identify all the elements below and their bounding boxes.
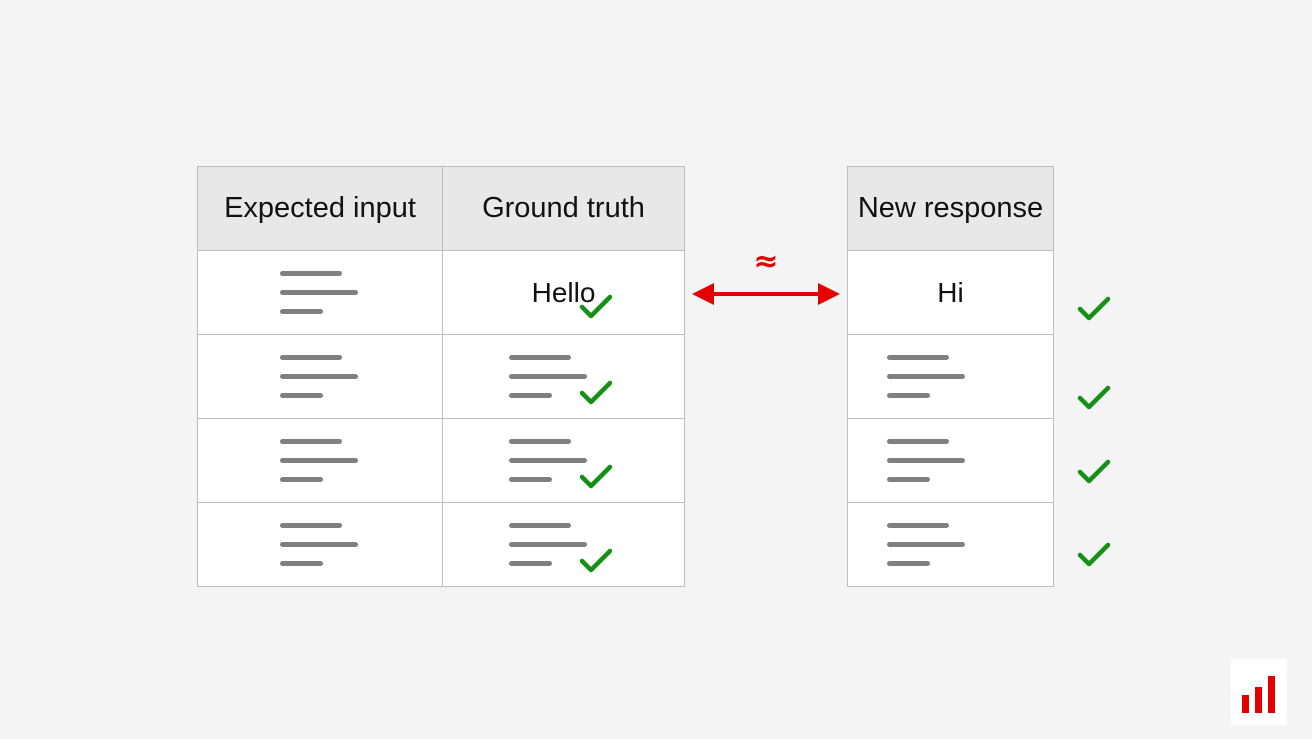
expected-input-cell <box>197 502 443 587</box>
text-lines-icon <box>887 438 965 483</box>
checkmark-icon <box>579 463 613 491</box>
text-lines-icon <box>280 354 358 399</box>
ground-truth-cell <box>442 502 685 587</box>
table-row <box>197 502 685 587</box>
ground-truth-cell: Hello <box>442 250 685 335</box>
new-response-table: New response Hi <box>847 166 1054 587</box>
text-lines-icon <box>280 438 358 483</box>
header-new-response: New response <box>847 166 1054 251</box>
checkmark-icon <box>579 547 613 575</box>
text-lines-icon <box>509 354 587 399</box>
table-row <box>847 502 1054 587</box>
test-cases-table: Expected input Ground truth Hello <box>197 166 685 587</box>
table-header-row: New response <box>847 166 1054 251</box>
ground-truth-text: Hello <box>531 276 596 308</box>
text-lines-icon <box>509 522 587 567</box>
ground-truth-cell <box>442 418 685 503</box>
text-lines-icon <box>887 522 965 567</box>
checkmark-icon <box>1077 458 1111 486</box>
new-response-text: Hi <box>937 276 964 308</box>
expected-input-cell <box>197 334 443 419</box>
table-row <box>847 418 1054 503</box>
table-row: Hi <box>847 250 1054 335</box>
text-lines-icon <box>887 354 965 399</box>
checkmark-icon <box>579 379 613 407</box>
table-row <box>197 418 685 503</box>
checkmark-icon <box>1077 384 1111 412</box>
approx-symbol: ≈ <box>753 244 779 279</box>
double-arrow-icon <box>692 282 840 306</box>
text-lines-icon <box>280 270 358 315</box>
checkmark-icon <box>579 293 613 321</box>
text-lines-icon <box>280 522 358 567</box>
new-response-cell: Hi <box>847 250 1054 335</box>
ground-truth-cell <box>442 334 685 419</box>
text-lines-icon <box>509 438 587 483</box>
table-header-row: Expected input Ground truth <box>197 166 685 251</box>
header-expected-input: Expected input <box>197 166 443 251</box>
bar-chart-logo <box>1231 659 1287 725</box>
expected-input-cell <box>197 418 443 503</box>
expected-input-cell <box>197 250 443 335</box>
new-response-cell <box>847 418 1054 503</box>
new-response-cell <box>847 502 1054 587</box>
checkmark-icon <box>1077 295 1111 323</box>
checkmark-icon <box>1077 541 1111 569</box>
table-row <box>197 334 685 419</box>
header-ground-truth: Ground truth <box>442 166 685 251</box>
table-row: Hello <box>197 250 685 335</box>
new-response-cell <box>847 334 1054 419</box>
table-row <box>847 334 1054 419</box>
